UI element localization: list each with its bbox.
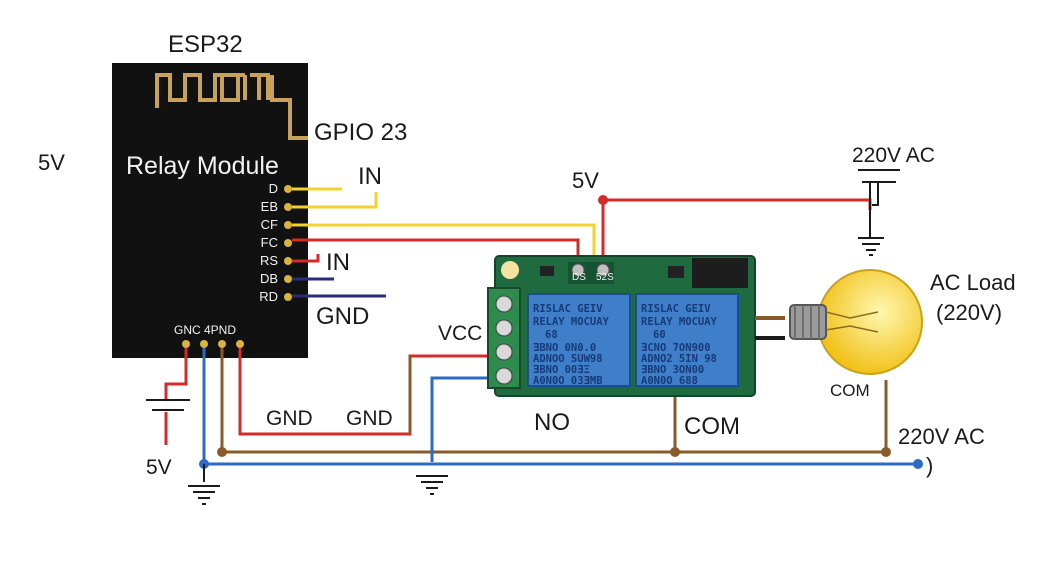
junction-blue-right	[913, 459, 923, 469]
relay-2	[635, 293, 739, 387]
mounting-hole	[501, 261, 519, 279]
label-no: NO	[534, 409, 570, 436]
relay-2-text: RISLAC GEIV RELAY MOCUAY 60 ƎCNO 7ON900 …	[641, 303, 718, 387]
pin-label: RD	[259, 289, 278, 304]
label-in-top: IN	[358, 163, 382, 190]
svg-text:ƎBNO 0N0.0: ƎBNO 0N0.0	[533, 342, 596, 354]
label-5v-bottom: 5V	[146, 456, 172, 479]
svg-text:RISLAC GEIV: RISLAC GEIV	[641, 303, 711, 315]
pin-label: D	[269, 181, 278, 196]
ic-chip	[692, 258, 748, 288]
label-in-mid: IN	[326, 249, 350, 276]
svg-text:68: 68	[545, 329, 558, 341]
label-ac-bottom: 220V AC	[898, 424, 985, 449]
battery-symbol	[146, 399, 190, 411]
pin-pads	[182, 185, 292, 348]
svg-text:ADNOO SUW98: ADNOO SUW98	[533, 353, 603, 365]
label-vcc: VCC	[438, 322, 482, 345]
label-ac-load: AC Load	[930, 270, 1016, 295]
label-com: COM	[684, 413, 740, 440]
relay-1	[527, 293, 631, 387]
svg-text:RELAY MOCUAY: RELAY MOCUAY	[641, 316, 718, 328]
svg-text:A0N0O 03ƎMB: A0N0O 03ƎMB	[533, 375, 603, 387]
wire-rs-red	[292, 254, 320, 263]
junction-5v	[598, 195, 608, 205]
label-gnd-1: GND	[266, 407, 313, 430]
svg-text:ƎCNO 7ON900: ƎCNO 7ON900	[641, 342, 711, 354]
junction-brown-right	[881, 447, 891, 457]
light-bulb	[789, 269, 923, 375]
antenna-trace	[155, 73, 308, 140]
label-relay-module: Relay Module	[126, 152, 279, 180]
svg-text:A0N0O 688: A0N0O 688	[641, 375, 698, 387]
wire-brown-main	[220, 348, 888, 454]
label-gnd-2: GND	[346, 407, 393, 430]
board-pin-52s	[596, 263, 610, 277]
pin-label: CF	[261, 217, 278, 232]
svg-text:RELAY MOCUAY: RELAY MOCUAY	[533, 316, 610, 328]
smd-component	[540, 266, 554, 276]
esp32-chip	[112, 63, 308, 358]
ground-left	[188, 485, 220, 505]
label-ac-top: 220V AC	[852, 144, 935, 167]
ground-mid	[416, 475, 448, 495]
smd-component-2	[668, 266, 684, 278]
ac-source-top	[858, 169, 900, 256]
board-pin-label-ds: DS	[572, 272, 586, 283]
pin-label: EB	[261, 199, 278, 214]
svg-text:RISLAC GEIV: RISLAC GEIV	[533, 303, 603, 315]
svg-text:ƎBNO 00ƎΞ: ƎBNO 00ƎΞ	[533, 364, 590, 376]
svg-text:ADNO2 5IN 98: ADNO2 5IN 98	[641, 353, 717, 365]
terminal-screws	[495, 295, 513, 385]
label-ac-load-v: (220V)	[936, 300, 1002, 325]
pin-label: DB	[260, 271, 278, 286]
pin-label: FC	[261, 235, 278, 250]
svg-text:ƎBNO 3ON00: ƎBNO 3ON00	[641, 364, 704, 376]
label-com-small: COM	[830, 381, 870, 400]
wire-battery-red	[164, 348, 188, 400]
pin-label: RS	[260, 253, 278, 268]
label-paren: )	[926, 453, 933, 478]
label-gpio: GPIO 23	[314, 119, 407, 146]
pin-labels: D EB CF FC RS DB RD	[259, 181, 278, 304]
label-gnc-pnd: GNC 4PND	[174, 323, 236, 337]
svg-text:60: 60	[653, 329, 666, 341]
label-gnd-right: GND	[316, 303, 369, 330]
junction-brown-left	[217, 447, 227, 457]
board-pin-ds	[571, 263, 585, 277]
relay-1-text: RISLAC GEIV RELAY MOCUAY 68 ƎBNO 0N0.0 A…	[533, 303, 610, 387]
wire-blue-terminal	[430, 376, 497, 462]
label-5v-top: 5V	[572, 168, 599, 193]
wire-eb	[292, 192, 378, 209]
board-pin-label-52s: 52S	[596, 272, 614, 283]
label-esp32: ESP32	[168, 31, 243, 58]
label-5v-left: 5V	[38, 150, 65, 175]
junction-com	[670, 447, 680, 457]
